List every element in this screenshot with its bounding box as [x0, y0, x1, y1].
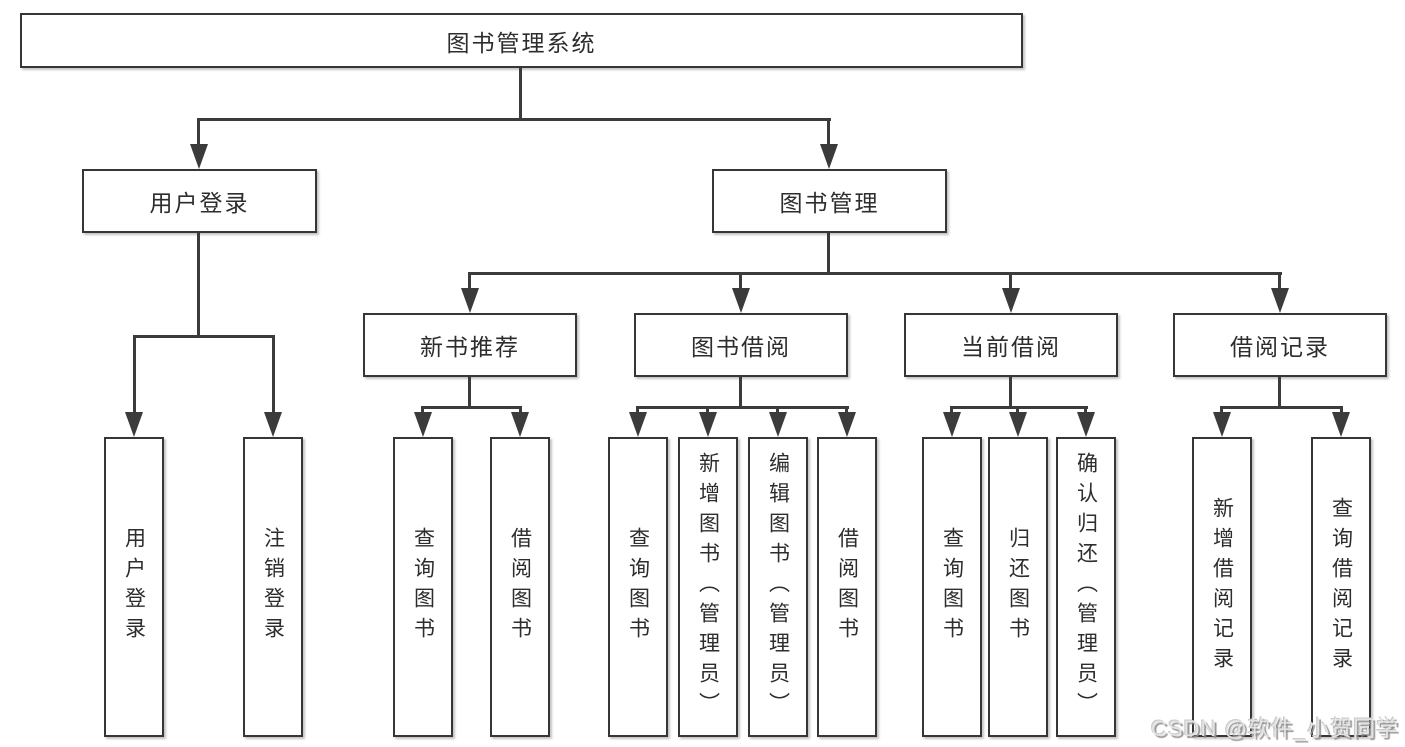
connector-drop — [1220, 406, 1223, 415]
node-logout: 注销登录 — [243, 437, 303, 737]
arrow-down-icon — [1271, 288, 1289, 313]
node-current-borrowing: 当前借阅 — [904, 313, 1118, 377]
connector-stem-book-management — [827, 233, 830, 274]
connector-drop-user-login — [197, 118, 200, 146]
connector-drop — [1340, 406, 1343, 415]
node-label: 图书管理 — [779, 190, 880, 216]
node-label: 图书管理系统 — [446, 29, 597, 56]
arrow-down-icon — [943, 412, 961, 437]
arrow-down-icon — [838, 412, 856, 437]
arrow-down-icon — [1077, 412, 1095, 437]
node-label: 借阅图书 — [835, 527, 859, 647]
node-cb-query-books: 查询图书 — [922, 437, 982, 737]
node-nb-borrow-books: 借阅图书 — [490, 437, 550, 737]
node-cb-return-books: 归还图书 — [988, 437, 1048, 737]
node-br-query-record: 查询借阅记录 — [1311, 437, 1371, 737]
connector-stem-book-borrow — [739, 377, 742, 408]
connector-stem-root — [519, 68, 522, 119]
connector-rail-new-books-children — [421, 406, 522, 409]
connector-drop-current-borrow — [1009, 272, 1012, 290]
node-br-add-record: 新增借阅记录 — [1192, 437, 1252, 737]
connector-stem-borrow-records — [1278, 377, 1281, 408]
csdn-watermark: CSDN @软件_小贺同学 — [1150, 716, 1399, 741]
connector-stem-user-login — [197, 233, 200, 337]
connector-drop — [1016, 406, 1019, 415]
node-user-login: 用户登录 — [104, 437, 164, 737]
connector-drop — [950, 406, 953, 415]
connector-stem-new-books — [468, 377, 471, 408]
connector-rail-borrow-records-children — [1220, 406, 1343, 409]
connector-rail-user-login-children — [133, 335, 274, 338]
arrow-down-icon — [264, 412, 282, 437]
node-bb-add-books-admin: 新增图书（管理员） — [678, 437, 738, 737]
connector-drop-logout — [272, 335, 275, 415]
node-book-borrowing: 图书借阅 — [634, 313, 848, 377]
connector-drop — [1084, 406, 1087, 415]
arrow-down-icon — [699, 412, 717, 437]
node-bb-edit-books-admin: 编辑图书（管理员） — [748, 437, 808, 737]
arrow-down-icon — [414, 412, 432, 437]
connector-stem-current-borrow — [1009, 377, 1012, 408]
connector-drop — [636, 406, 639, 415]
node-cb-confirm-return-admin: 确认归还（管理员） — [1056, 437, 1116, 737]
node-nb-query-books: 查询图书 — [393, 437, 453, 737]
node-label: 新书推荐 — [420, 334, 520, 360]
arrow-down-icon — [461, 288, 479, 313]
node-label: 新增图书（管理员） — [696, 452, 720, 722]
node-label: 图书借阅 — [691, 334, 791, 360]
arrow-down-icon — [769, 412, 787, 437]
arrow-down-icon — [125, 412, 143, 437]
node-label: 用户登录 — [122, 527, 146, 647]
connector-drop-new-books — [468, 272, 471, 290]
node-label: 用户登录 — [149, 190, 250, 216]
arrow-down-icon — [1332, 412, 1350, 437]
node-user-login-group: 用户登录 — [82, 169, 317, 233]
connector-drop — [519, 406, 522, 415]
connector-rail-current-borrow-children — [950, 406, 1088, 409]
node-label: 借阅记录 — [1230, 334, 1330, 360]
node-label: 新增借阅记录 — [1210, 497, 1234, 677]
node-label: 查询借阅记录 — [1329, 497, 1353, 677]
node-borrow-records: 借阅记录 — [1173, 313, 1387, 377]
connector-rail-level2 — [197, 118, 831, 121]
node-library-management-system: 图书管理系统 — [20, 13, 1023, 68]
arrow-down-icon — [820, 144, 838, 169]
node-label: 查询图书 — [940, 527, 964, 647]
node-label: 确认归还（管理员） — [1074, 452, 1098, 722]
connector-drop-book-management — [827, 118, 830, 146]
arrow-down-icon — [1009, 412, 1027, 437]
connector-drop — [776, 406, 779, 415]
node-label: 注销登录 — [261, 527, 285, 647]
node-label: 当前借阅 — [961, 334, 1061, 360]
node-bb-borrow-books: 借阅图书 — [817, 437, 877, 737]
node-new-book-recommend: 新书推荐 — [363, 313, 577, 377]
connector-drop — [706, 406, 709, 415]
node-label: 借阅图书 — [508, 527, 532, 647]
arrow-down-icon — [511, 412, 529, 437]
connector-rail-book-borrow-children — [636, 406, 849, 409]
node-bb-query-books: 查询图书 — [608, 437, 668, 737]
connector-drop-book-borrow — [739, 272, 742, 290]
connector-drop-login — [133, 335, 136, 415]
arrow-down-icon — [629, 412, 647, 437]
arrow-down-icon — [190, 144, 208, 169]
connector-rail-level3 — [468, 272, 1282, 275]
node-label: 查询图书 — [626, 527, 650, 647]
arrow-down-icon — [732, 288, 750, 313]
node-book-management: 图书管理 — [712, 169, 947, 233]
arrow-down-icon — [1002, 288, 1020, 313]
node-label: 查询图书 — [411, 527, 435, 647]
node-label: 编辑图书（管理员） — [766, 452, 790, 722]
connector-drop — [421, 406, 424, 415]
connector-drop — [845, 406, 848, 415]
arrow-down-icon — [1213, 412, 1231, 437]
node-label: 归还图书 — [1006, 527, 1030, 647]
connector-drop-borrow-records — [1278, 272, 1281, 290]
